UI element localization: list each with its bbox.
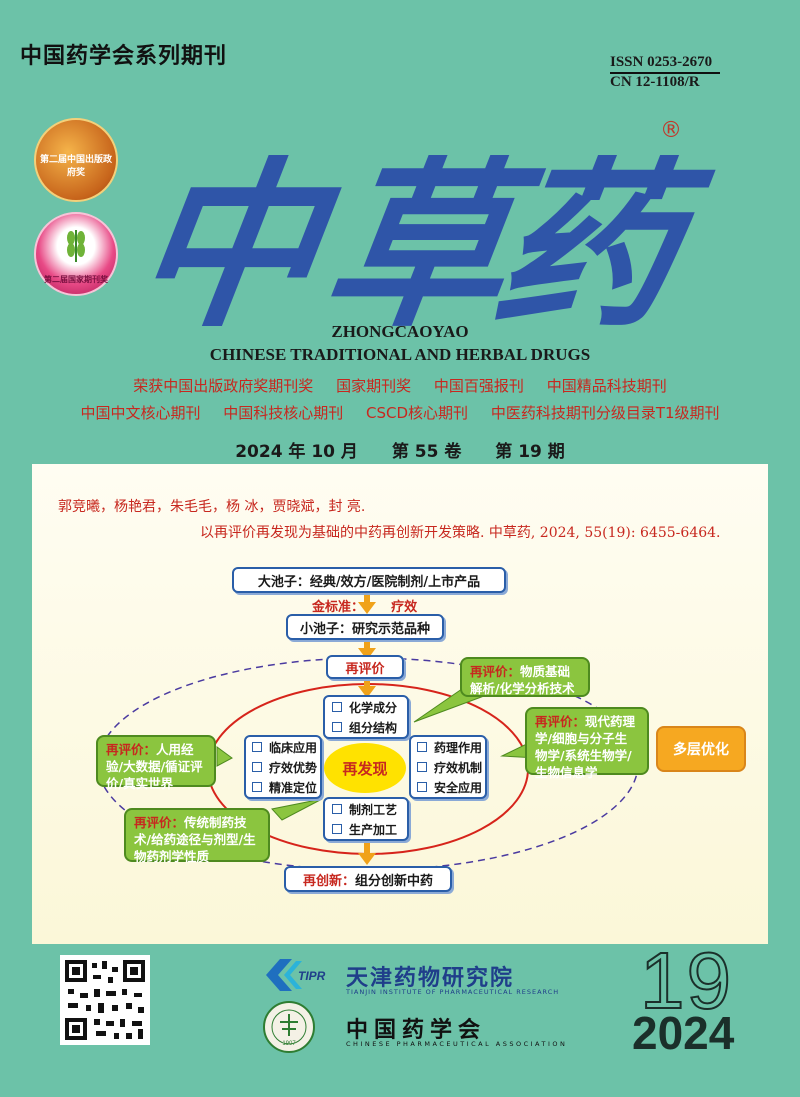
wheat-book-icon — [67, 230, 85, 262]
reinnovation-value: 组分创新中药 — [355, 873, 434, 889]
honor: 荣获中国出版政府奖期刊奖 — [133, 377, 314, 395]
tipr-name: 天津药物研究院 — [346, 966, 515, 991]
list-item: 生产加工 — [332, 819, 397, 839]
journal-pinyin: ZHONGCAOYAO — [331, 322, 469, 341]
gold-standard-value: 疗效 — [391, 600, 418, 615]
award-badge-gold: 第二届中国出版政府奖 — [34, 118, 118, 202]
cpa-name: 中国药学会 — [346, 1018, 487, 1043]
issn: ISSN 0253-2670 — [610, 54, 713, 70]
manufacturing-box: 制剂工艺 生产加工 — [323, 797, 409, 841]
list-item: 疗效优势 — [252, 757, 317, 777]
article-citation: 以再评价再发现为基础的中药再创新开发策略. 中草药, 2024, 55(19):… — [200, 525, 721, 541]
honor: 国家期刊奖 — [336, 377, 412, 395]
checkbox-icon — [332, 804, 342, 814]
honor: 中国百强报刊 — [433, 377, 524, 395]
reevaluation-box: 再评价 — [326, 655, 404, 679]
issue-date: 2024 年 10 月 — [235, 442, 358, 462]
arrow-stem — [364, 843, 370, 855]
issue-volume: 第 55 卷 — [391, 442, 462, 462]
reinnovation-box: 再创新： 组分创新中药 — [284, 866, 452, 892]
gold-standard-label: 金标准： — [312, 600, 365, 615]
checkbox-icon — [252, 762, 262, 772]
checkbox-icon — [252, 782, 262, 792]
list-item: 药理作用 — [417, 737, 482, 757]
issue-year: 2024 — [632, 1007, 735, 1059]
registered-mark: ® — [660, 118, 682, 143]
award-badge-pink: 第二届国家期刊奖 — [34, 212, 118, 296]
arrow-stem — [364, 642, 370, 650]
list-item: 疗效机制 — [417, 757, 482, 777]
list-item: 安全应用 — [417, 777, 482, 797]
tipr-logo-icon: TIPR — [266, 959, 326, 991]
issue-number-large: 19 — [639, 935, 733, 1026]
bubble-pharmaceutics: 再评价：传统制药技术/给药途径与剂型/生物药剂学性质 — [124, 808, 270, 864]
honor: 中国精品科技期刊 — [546, 377, 667, 395]
issue-number: 第 19 期 — [495, 442, 565, 462]
list-item: 组分结构 — [332, 717, 397, 737]
cpa-seal-icon: 1907 — [263, 1001, 315, 1053]
qr-code[interactable] — [60, 955, 150, 1045]
list-item: 精准定位 — [252, 777, 317, 797]
honor: CSCD核心期刊 — [366, 404, 469, 422]
chemistry-box: 化学成分 组分结构 — [323, 695, 409, 739]
big-pool-box: 大池子：经典/效方/医院制剂/上市产品 — [232, 567, 506, 593]
honor: 中国科技核心期刊 — [223, 404, 344, 422]
arrow-stem — [364, 681, 370, 688]
core-rediscovery: 再发现 — [324, 743, 406, 793]
bubble-clinical-evidence: 再评价：人用经验/大数据/循证评价/真实世界 — [96, 735, 216, 791]
article-authors: 郭竞曦，杨艳君，朱毛毛，杨 冰，贾晓斌，封 亮. — [58, 499, 366, 515]
issue-info: 2024 年 10 月 第 55 卷 第 19 期 — [0, 437, 800, 462]
honors-row-1: 荣获中国出版政府奖期刊奖 国家期刊奖 中国百强报刊 中国精品科技期刊 — [0, 375, 800, 396]
checkbox-icon — [417, 762, 427, 772]
arrow-down-icon — [358, 853, 376, 865]
arrow-stem — [364, 595, 370, 604]
checkbox-icon — [417, 782, 427, 792]
bubble-pharmacology: 再评价：现代药理学/细胞与分子生物学/系统生物学/生物信息学 — [525, 707, 649, 780]
bubble-material-basis: 再评价：物质基础解析/化学分析技术 — [460, 657, 590, 697]
honor: 中医药科技期刊分级目录T1级期刊 — [490, 404, 720, 422]
cpa-english-name: CHINESE PHARMACEUTICAL ASSOCIATION — [346, 1040, 568, 1048]
tipr-logo-text: TIPR — [298, 969, 326, 983]
list-item: 化学成分 — [332, 697, 397, 717]
pharmacology-box: 药理作用 疗效机制 安全应用 — [409, 735, 487, 799]
tipr-english-name: TIANJIN INSTITUTE OF PHARMACEUTICAL RESE… — [346, 988, 560, 996]
issn-block: ISSN 0253-2670 CN 12-1108/R — [610, 52, 712, 92]
journal-series: 中国药学会系列期刊 — [20, 44, 228, 69]
checkbox-icon — [332, 702, 342, 712]
cn-number: CN 12-1108/R — [610, 74, 700, 90]
reinnovation-label: 再创新： — [302, 873, 355, 889]
honor: 中国中文核心期刊 — [80, 404, 201, 422]
journal-english-title: CHINESE TRADITIONAL AND HERBAL DRUGS — [209, 345, 591, 364]
list-item: 制剂工艺 — [332, 799, 397, 819]
clinical-box: 临床应用 疗效优势 精准定位 — [244, 735, 322, 799]
checkbox-icon — [332, 824, 342, 834]
gold-standard: 金标准： 疗效 — [312, 596, 417, 615]
honors-row-2: 中国中文核心期刊 中国科技核心期刊 CSCD核心期刊 中医药科技期刊分级目录T1… — [0, 402, 800, 423]
cpa-seal-year: 1907 — [282, 1041, 296, 1047]
qr-code-icon — [65, 960, 145, 1040]
divider — [610, 72, 720, 74]
checkbox-icon — [332, 722, 342, 732]
arrow-down-icon — [358, 602, 376, 614]
award-badge-text: 第二届国家期刊奖 — [44, 275, 108, 284]
checkbox-icon — [417, 742, 427, 752]
small-pool-box: 小池子：研究示范品种 — [286, 614, 444, 640]
multi-layer-optimization: 多层优化 — [656, 726, 746, 772]
award-badge-text: 第二届中国出版政府奖 — [39, 155, 112, 178]
list-item: 临床应用 — [252, 737, 317, 757]
checkbox-icon — [252, 742, 262, 752]
